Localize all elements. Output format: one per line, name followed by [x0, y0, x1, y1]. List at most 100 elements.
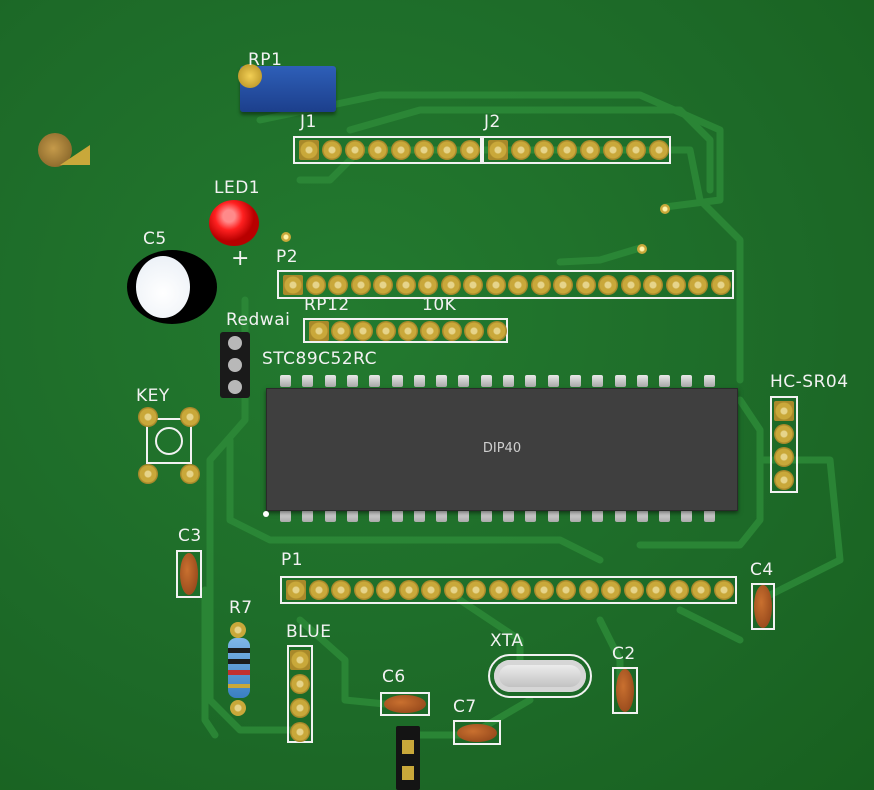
dip40-pin — [659, 510, 671, 522]
r7-band — [228, 659, 250, 664]
dip40-pin — [369, 510, 381, 522]
r7-label: R7 — [229, 598, 253, 618]
j2-pad — [626, 140, 646, 160]
rp12-pad — [331, 320, 352, 341]
dip40-pin — [681, 510, 693, 522]
p1-pad — [601, 580, 621, 600]
p1-pad — [623, 580, 644, 600]
dip40-pin — [703, 510, 715, 522]
dip40-pin — [480, 510, 492, 522]
hcsr04-label: HC-SR04 — [770, 372, 849, 392]
dip40-pin — [413, 375, 425, 387]
c3-capacitor — [180, 553, 198, 595]
c6-outline — [380, 692, 430, 716]
rp1-adjust-knob — [238, 64, 262, 88]
p2-pad — [620, 274, 641, 295]
p1-pad — [353, 580, 374, 600]
dip40-pin — [681, 375, 693, 387]
dip40-pin — [280, 510, 291, 522]
r7-band — [228, 684, 250, 688]
p1-label: P1 — [281, 550, 304, 570]
rp12-pad — [464, 320, 485, 341]
p1-pad — [511, 580, 531, 600]
p1-pad — [376, 580, 396, 600]
j1-header — [293, 136, 482, 164]
key-button-circle — [155, 427, 183, 455]
c2-label: C2 — [612, 644, 636, 664]
p2-pad — [530, 274, 551, 295]
pin — [402, 740, 414, 754]
c7-label: C7 — [453, 697, 477, 717]
p2-pad — [440, 274, 461, 295]
rp12-label: RP12 — [304, 295, 350, 315]
rp12-pad — [353, 320, 374, 341]
j1-pad — [460, 140, 480, 160]
res-10k-label: 10K — [422, 295, 457, 315]
c7-capacitor — [457, 724, 497, 742]
dip40-pin — [413, 510, 425, 522]
r7-resistor-body — [228, 638, 250, 698]
j2-pad — [511, 140, 531, 160]
dip40-pin — [324, 510, 336, 522]
dip40-pin — [346, 375, 358, 387]
p1-header — [280, 576, 737, 604]
blue-pad — [290, 722, 310, 742]
led1-polarity-mark: + — [231, 246, 250, 271]
redwai-label: Redwai — [226, 310, 291, 330]
dip40-pin — [636, 510, 648, 522]
dip40-pin — [436, 375, 448, 387]
p2-pad — [665, 274, 686, 295]
p2-pad — [710, 274, 731, 295]
hcsr04-pad — [774, 424, 794, 444]
p2-pad — [418, 274, 438, 295]
p1-pad — [691, 580, 711, 600]
hcsr04-pad — [774, 401, 794, 421]
p2-pad — [305, 274, 326, 295]
via — [281, 232, 291, 242]
dip40-pin — [458, 510, 470, 522]
c4-outline — [751, 583, 775, 630]
dip40-pin — [547, 510, 559, 522]
dip40-pin — [391, 375, 403, 387]
dip40-pin — [324, 375, 336, 387]
pin — [228, 358, 242, 372]
dip40-pin — [614, 510, 626, 522]
j1-pad — [391, 140, 411, 160]
dip40-pin — [703, 375, 715, 387]
j2-pad — [580, 140, 600, 160]
j2-pad — [534, 140, 554, 160]
key-button-outline — [146, 418, 192, 464]
dip40-pin — [458, 375, 470, 387]
p2-pad — [485, 274, 506, 295]
c2-outline — [612, 667, 638, 714]
via — [637, 244, 647, 254]
led1-label: LED1 — [214, 178, 261, 198]
p1-pad — [398, 580, 419, 600]
j1-pad — [299, 140, 319, 160]
p2-pad — [598, 274, 618, 295]
j2-label: J2 — [484, 112, 501, 132]
c2-capacitor — [616, 669, 634, 712]
dip40-pin — [480, 375, 492, 387]
dip40-pin — [547, 375, 559, 387]
xta-label: XTA — [490, 631, 524, 651]
p2-pad — [688, 274, 708, 295]
dip40-pin — [503, 375, 514, 387]
led1-red-led — [209, 200, 259, 246]
dip40-pin — [636, 375, 648, 387]
key-pad — [138, 464, 158, 484]
pin1-marker — [263, 511, 269, 517]
bottom-jumper — [396, 726, 420, 790]
key-label: KEY — [136, 386, 170, 406]
j2-pad — [649, 140, 669, 160]
p2-pad — [553, 274, 573, 295]
xta-crystal — [494, 660, 586, 692]
dip40-pin — [525, 375, 537, 387]
j1-pad — [345, 140, 365, 160]
p1-pad — [668, 580, 689, 600]
pin — [228, 380, 242, 394]
p1-pad — [646, 580, 666, 600]
p2-header — [277, 270, 734, 299]
r7-band — [228, 648, 250, 653]
dip40-pin — [569, 510, 581, 522]
